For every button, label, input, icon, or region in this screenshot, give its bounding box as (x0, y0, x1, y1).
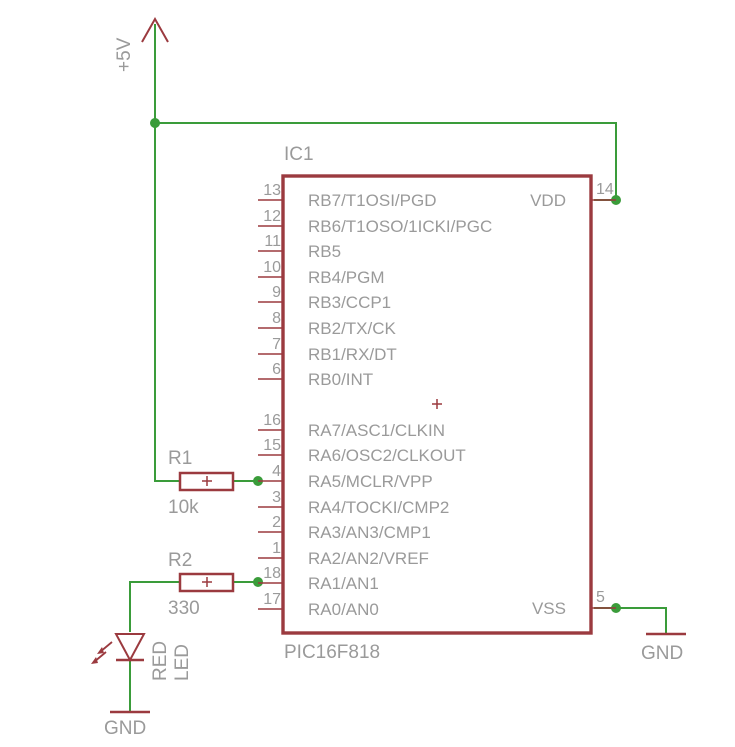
pin-number: 9 (272, 284, 281, 301)
resistor-r1: R1 10k (168, 448, 235, 518)
pin-number-vss: 5 (596, 589, 605, 606)
r1-value: 10k (168, 497, 199, 518)
ground-label-right: GND (641, 643, 683, 664)
pin-name: RB0/INT (308, 370, 373, 389)
ground-label-left: GND (104, 718, 146, 739)
pin-name: RB7/T1OSI/PGD (308, 191, 436, 210)
led-value: LED (172, 644, 193, 681)
pin-name-vdd: VDD (530, 191, 566, 210)
pin-name: RA3/AN3/CMP1 (308, 523, 431, 542)
ic-ref: IC1 (284, 144, 314, 165)
pin-number: 1 (272, 540, 281, 557)
supply-label: +5V (114, 37, 135, 72)
pin-name: RB1/RX/DT (308, 345, 397, 364)
pin-number: 16 (263, 412, 281, 429)
wire-r2-to-led (129, 581, 180, 632)
pin-number: 10 (263, 259, 281, 276)
origin-cross (432, 399, 442, 409)
pin-number: 8 (272, 310, 281, 327)
wire-vss-to-gnd (594, 607, 667, 634)
pin-number: 2 (272, 514, 281, 531)
r2-body (178, 572, 235, 593)
pin-number: 11 (264, 233, 281, 250)
r1-ref: R1 (168, 448, 192, 469)
pin-number-vdd: 14 (596, 181, 614, 198)
pin-name: RA5/MCLR/VPP (308, 472, 433, 491)
ground-symbol-left: GND (104, 710, 150, 739)
pin-name: RB2/TX/CK (308, 319, 397, 338)
ground-symbol-right: GND (641, 632, 686, 664)
pin-number: 7 (272, 336, 281, 353)
led-triangle (114, 633, 146, 663)
supply-symbol: +5V (114, 16, 169, 72)
pin-number: 13 (263, 182, 281, 199)
ic-value: PIC16F818 (284, 642, 380, 663)
pin-name: RB5 (308, 242, 341, 261)
r1-body (178, 471, 235, 492)
wires (129, 24, 667, 712)
r2-ref: R2 (168, 550, 192, 571)
ic-body (281, 174, 593, 635)
pin-name: RA6/OSC2/CLKOUT (308, 446, 466, 465)
pin-name: RB3/CCP1 (308, 293, 391, 312)
junction-5v (150, 118, 160, 128)
pin-number: 18 (263, 565, 281, 582)
ic-symbol: IC1 PIC16F818 13RB7/T1OSI/PGD12RB6/T1OSO… (258, 144, 616, 663)
pin-name-vss: VSS (532, 599, 566, 618)
led-symbol: RED LED (91, 633, 193, 681)
pin-name: RA4/TOCKI/CMP2 (308, 498, 449, 517)
junction-pin18 (253, 577, 263, 587)
pin-number: 4 (272, 463, 281, 480)
led-ref: RED (150, 641, 171, 681)
pin-name: RB6/T1OSO/1ICKI/PGC (308, 217, 492, 236)
pin-name: RA1/AN1 (308, 574, 379, 593)
pin-number: 3 (272, 489, 281, 506)
pin-number: 15 (263, 437, 281, 454)
pin-name: RB4/PGM (308, 268, 385, 287)
wire-5v-to-vdd (155, 122, 617, 201)
wire-5v-to-r1 (154, 123, 180, 482)
pin-name: RA2/AN2/VREF (308, 549, 429, 568)
ic-left-pins: 13RB7/T1OSI/PGD12RB6/T1OSO/1ICKI/PGC11RB… (258, 182, 492, 619)
pin-number: 12 (263, 208, 281, 225)
r2-value: 330 (168, 598, 200, 619)
pin-name: RA7/ASC1/CLKIN (308, 421, 445, 440)
pin-number: 17 (263, 591, 281, 608)
pin-number: 6 (272, 361, 281, 378)
pin-name: RA0/AN0 (308, 600, 379, 619)
resistor-r2: R2 330 (168, 550, 235, 619)
